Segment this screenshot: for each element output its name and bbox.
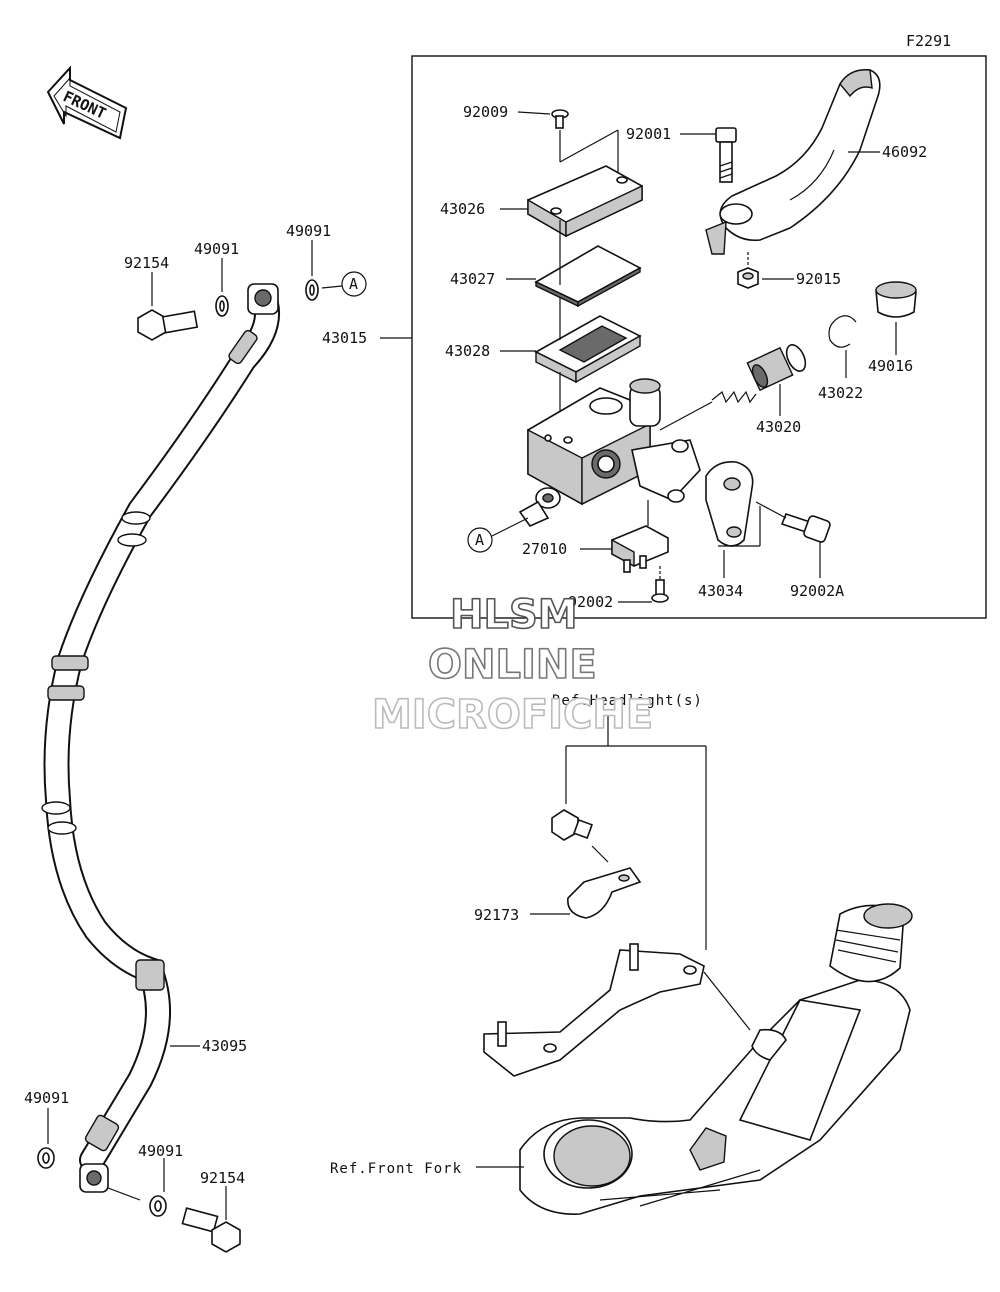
watermark-line2: ONLINE (428, 642, 597, 688)
watermark-line3: MICROFICHE (372, 692, 653, 738)
callout-a-upper-text: A (349, 275, 358, 293)
part-49091-washer-bottom-b (149, 1195, 167, 1217)
part-43022-circlip (828, 315, 857, 348)
label-46092: 46092 (882, 143, 927, 161)
label-92173: 92173 (474, 906, 519, 924)
label-43015: 43015 (322, 329, 367, 347)
label-43034: 43034 (698, 582, 743, 600)
label-92002: 92002 (568, 593, 613, 611)
label-49091-bot-a: 49091 (24, 1089, 69, 1107)
label-92002a: 92002A (790, 582, 844, 600)
label-43020: 43020 (756, 418, 801, 436)
part-92001-bolt (715, 127, 737, 183)
ref-front-fork: Ref.Front Fork (330, 1161, 462, 1177)
part-headlight-stay-bracket (483, 943, 705, 1077)
part-92173-clamp (567, 867, 642, 919)
label-92001: 92001 (626, 125, 671, 143)
part-27010-switch (611, 525, 669, 573)
part-43020-piston-assembly (711, 344, 807, 404)
label-49091-top-a: 49091 (194, 240, 239, 258)
master-cylinder-group-box (411, 55, 987, 619)
label-27010: 27010 (522, 540, 567, 558)
callout-a-lower-text: A (475, 531, 484, 549)
ref-headlight: Ref.Headlight(s) (552, 693, 703, 709)
part-master-cylinder-body (518, 378, 701, 527)
part-front-fork-triple-clamp (519, 903, 913, 1215)
figure-id: F2291 (906, 32, 951, 50)
label-43026: 43026 (440, 200, 485, 218)
part-92015-nut (737, 267, 759, 289)
part-headlight-bracket-bolt (551, 809, 593, 841)
label-92015: 92015 (796, 270, 841, 288)
part-49016-boot (875, 281, 917, 318)
part-43026-cap (527, 165, 643, 238)
watermark: HLSM ONLINE MICROFICHE (371, 591, 654, 739)
part-92154-banjo-bolt-bottom (181, 1207, 241, 1253)
label-43022: 43022 (818, 384, 863, 402)
part-43095-brake-hose (41, 283, 280, 1193)
watermark-line1: HLSM (450, 592, 578, 638)
callout-a-upper (341, 271, 367, 297)
label-43028: 43028 (445, 342, 490, 360)
part-49091-washer-top-a (215, 295, 229, 317)
part-43027-plate (534, 245, 642, 308)
part-92002-screw (651, 579, 669, 603)
part-92154-banjo-bolt-top (137, 309, 199, 341)
part-49091-washer-bottom-a (37, 1147, 55, 1169)
label-92009: 92009 (463, 103, 508, 121)
part-43028-diaphragm (534, 315, 642, 384)
part-43034-clamp (705, 460, 754, 547)
label-43095: 43095 (202, 1037, 247, 1055)
part-49091-washer-top-b (305, 279, 319, 301)
label-92154-bot: 92154 (200, 1169, 245, 1187)
front-arrow-icon: FRONT (46, 65, 128, 140)
part-92002a-bolt (780, 513, 831, 543)
label-49091-top-b: 49091 (286, 222, 331, 240)
label-43027: 43027 (450, 270, 495, 288)
label-49016: 49016 (868, 357, 913, 375)
part-46092-lever (705, 68, 881, 255)
part-92009-screw (517, 109, 569, 129)
callout-a-lower (467, 527, 493, 553)
label-92154-top: 92154 (124, 254, 169, 272)
label-49091-bot-b: 49091 (138, 1142, 183, 1160)
